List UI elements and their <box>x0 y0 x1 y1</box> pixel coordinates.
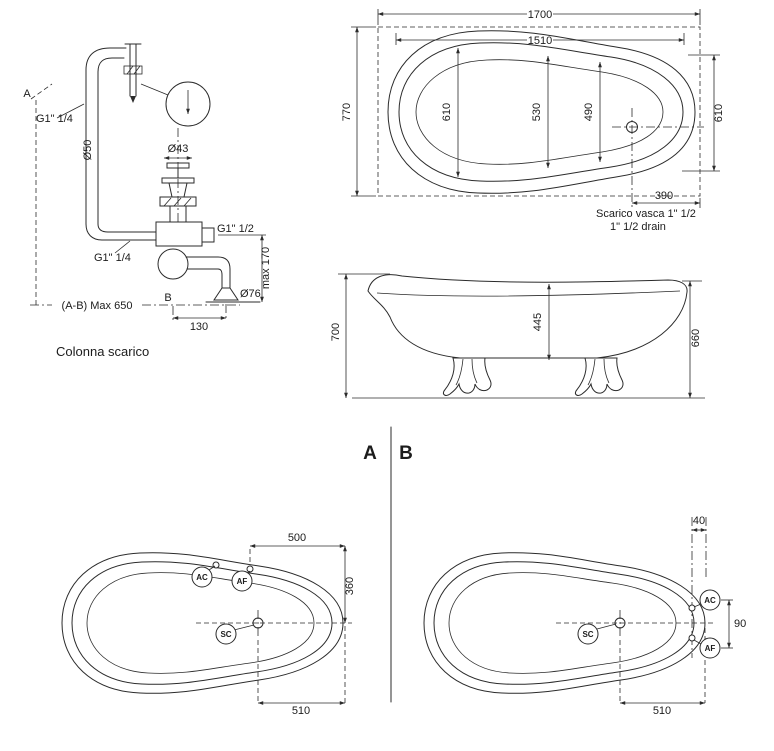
view-a-construction <box>196 549 352 703</box>
dim-360: 360 <box>344 577 356 595</box>
plan-tub-outline <box>387 30 696 194</box>
label-foot-diameter: Ø76 <box>240 288 261 300</box>
faucet-hole-cold <box>688 634 696 642</box>
label-offset-130: 130 <box>190 321 208 333</box>
faucet-hole-cold <box>246 565 254 573</box>
dim-90: 90 <box>734 618 746 630</box>
reference-lines <box>30 83 240 306</box>
cold-water-balloon <box>231 570 253 592</box>
dim-overall-width: 770 <box>341 103 353 121</box>
dim-width-2: 530 <box>531 103 543 121</box>
view-b-dimensions <box>619 528 731 705</box>
drain-label: SC <box>220 630 231 639</box>
label-point-b: B <box>164 292 171 304</box>
dim-width-1: 610 <box>441 103 453 121</box>
variant-a-label: A <box>363 443 377 464</box>
hot-water-balloon <box>699 589 721 611</box>
label-pipe-diameter: Ø50 <box>82 140 94 161</box>
hot-water-balloon <box>191 566 213 588</box>
drain-note-italian: Scarico vasca 1" 1/2 <box>596 208 696 220</box>
waste-stack <box>159 128 197 224</box>
dim-40: 40 <box>693 515 705 527</box>
variant-b-label: B <box>399 443 413 464</box>
drain-balloon <box>577 623 599 645</box>
bounding-box <box>377 26 701 197</box>
drain-hole <box>252 617 264 629</box>
drain-note-english: 1" 1/2 drain <box>610 221 666 233</box>
hot-water-label: AC <box>704 596 716 605</box>
dim-height-left: 700 <box>330 323 342 341</box>
variant-divider: A B <box>363 426 413 703</box>
drain-label: SC <box>582 630 593 639</box>
siphon-trap <box>157 248 261 303</box>
drain-hole <box>614 617 626 629</box>
dim-drain-offset: 390 <box>655 190 673 202</box>
label-point-a: A <box>23 88 31 100</box>
dim-height-right: 660 <box>690 329 702 347</box>
drain-tee <box>155 221 215 247</box>
cold-water-balloon <box>699 637 721 659</box>
drain-column-diagram: A G1" 1/4 Ø50 Ø43 G1" 1/2 G1" 1/4 max 17… <box>23 43 272 359</box>
label-thread-bottom: G1" 1/4 <box>94 252 131 264</box>
label-thread-top: G1" 1/4 <box>36 113 73 125</box>
label-thread-outlet: G1" 1/2 <box>217 223 254 235</box>
dim-rim-length: 1510 <box>528 35 552 47</box>
view-a-dimensions <box>249 544 347 705</box>
overflow-fitting <box>123 43 143 103</box>
label-waste-diameter: Ø43 <box>168 143 189 155</box>
cold-water-label: AF <box>705 644 716 653</box>
plan-drain <box>612 108 704 207</box>
dim-510: 510 <box>653 705 671 717</box>
dim-510: 510 <box>292 705 310 717</box>
dim-500: 500 <box>288 532 306 544</box>
faucet-hole-hot <box>688 604 696 612</box>
side-tub-outline <box>352 274 705 399</box>
cold-water-label: AF <box>237 577 248 586</box>
tub-side-view: 700 445 660 <box>330 273 705 399</box>
drain-balloon <box>215 623 237 645</box>
tub-plan-view: 1700 1510 770 610 530 490 610 390 Scaric… <box>341 9 725 233</box>
faucet-layout-view-a: AC AF SC 500 360 510 <box>61 532 356 717</box>
dim-width-3: 490 <box>583 103 595 121</box>
faucet-layout-view-b: AC AF SC 40 90 510 <box>423 515 746 717</box>
dim-inner-depth: 445 <box>532 313 544 331</box>
side-dimensions <box>338 273 702 399</box>
plan-dimensions <box>351 9 720 208</box>
hot-water-label: AC <box>196 573 208 582</box>
drain-dimensions <box>56 103 266 321</box>
label-ab-max: (A-B) Max 650 <box>62 300 133 312</box>
detail-circle <box>140 81 211 127</box>
dim-end-width: 610 <box>713 104 725 122</box>
label-outlet-height: max 170 <box>260 247 272 289</box>
drain-column-caption: Colonna scarico <box>56 344 149 359</box>
dim-overall-length: 1700 <box>528 9 552 21</box>
overflow-pipe <box>85 47 157 241</box>
